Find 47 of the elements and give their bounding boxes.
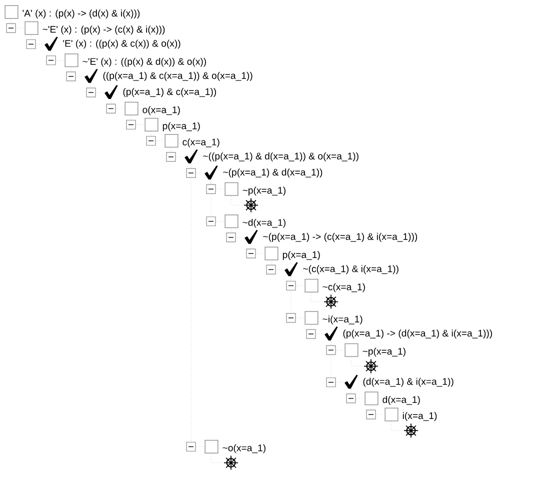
tree-line: [350, 390, 364, 399]
tree-item-text: (p(x=a_1) & c(x=a_1)): [123, 88, 216, 97]
tree-line: [170, 148, 184, 158]
wheel-icon: [404, 423, 418, 438]
tree-line: [210, 454, 224, 463]
tree-line: [390, 422, 404, 431]
tree-item-text: d(x=a_1): [382, 396, 420, 405]
tree-item-text: ~c(x=a_1): [322, 283, 365, 292]
wheel-icon: [224, 455, 238, 470]
tree-item-text: 'A' (x) : (p(x) -> (d(x) & i(x))): [22, 10, 140, 18]
tree-item-text: ~((p(x=a_1) & d(x=a_1)) & o(x=a_1)): [203, 152, 358, 162]
tree-line: [10, 19, 24, 28]
tree-line: [310, 293, 324, 302]
tree-item-text: ~p(x=a_1): [242, 186, 286, 196]
tree-line: [310, 325, 324, 334]
tree-line: [70, 68, 84, 77]
tree-line: [230, 196, 244, 206]
tree-item-text: c(x=a_1): [182, 138, 220, 148]
wheel-icon: [324, 294, 338, 310]
tree-line: [30, 35, 44, 44]
tree-item-text: ~p(x=a_1): [362, 348, 406, 357]
tree-item-text: ~(p(x=a_1) -> (c(x=a_1) & i(x=a_1))): [263, 232, 418, 242]
wheel-icon: [244, 198, 258, 213]
tree-item-text: 'E' (x) : ((p(x) & c(x)) & o(x)): [63, 40, 180, 49]
tree-line: [90, 84, 104, 93]
tree-line: [110, 100, 124, 109]
tree-line: [230, 228, 244, 238]
tree-item-text: (d(x=a_1) & i(x=a_1)): [363, 378, 454, 387]
tree-item-text: i(x=a_1): [402, 412, 437, 421]
tree-item-text: o(x=a_1): [142, 106, 180, 116]
tree-item-text: ~(p(x=a_1) & d(x=a_1)): [223, 168, 322, 178]
tree-line: [50, 52, 64, 60]
tree-item-text: ~d(x=a_1): [242, 218, 286, 228]
tree-item-text: (p(x=a_1) -> (d(x=a_1) & i(x=a_1))): [343, 330, 492, 338]
wheel-icon: [364, 358, 378, 374]
tree-line: [350, 357, 364, 366]
tree-item-text: ~'E' (x) : ((p(x) & d(x)) & o(x)): [82, 58, 206, 67]
tree-line: [270, 260, 284, 270]
tree-item-text: ((p(x=a_1) & c(x=a_1)) & o(x=a_1)): [103, 72, 252, 81]
tree-line: [150, 132, 164, 141]
tree-item-text: ~'E' (x) : (p(x) -> (c(x) & i(x))): [42, 26, 165, 35]
tree-item-text: p(x=a_1): [282, 251, 320, 260]
tree-line: [130, 116, 144, 125]
tree-item-text: ~(c(x=a_1) & i(x=a_1)): [303, 265, 398, 274]
tree-item-text: p(x=a_1): [162, 122, 200, 132]
tree-item-text: ~i(x=a_1): [322, 315, 362, 324]
tree-item-text: ~o(x=a_1): [222, 444, 266, 454]
